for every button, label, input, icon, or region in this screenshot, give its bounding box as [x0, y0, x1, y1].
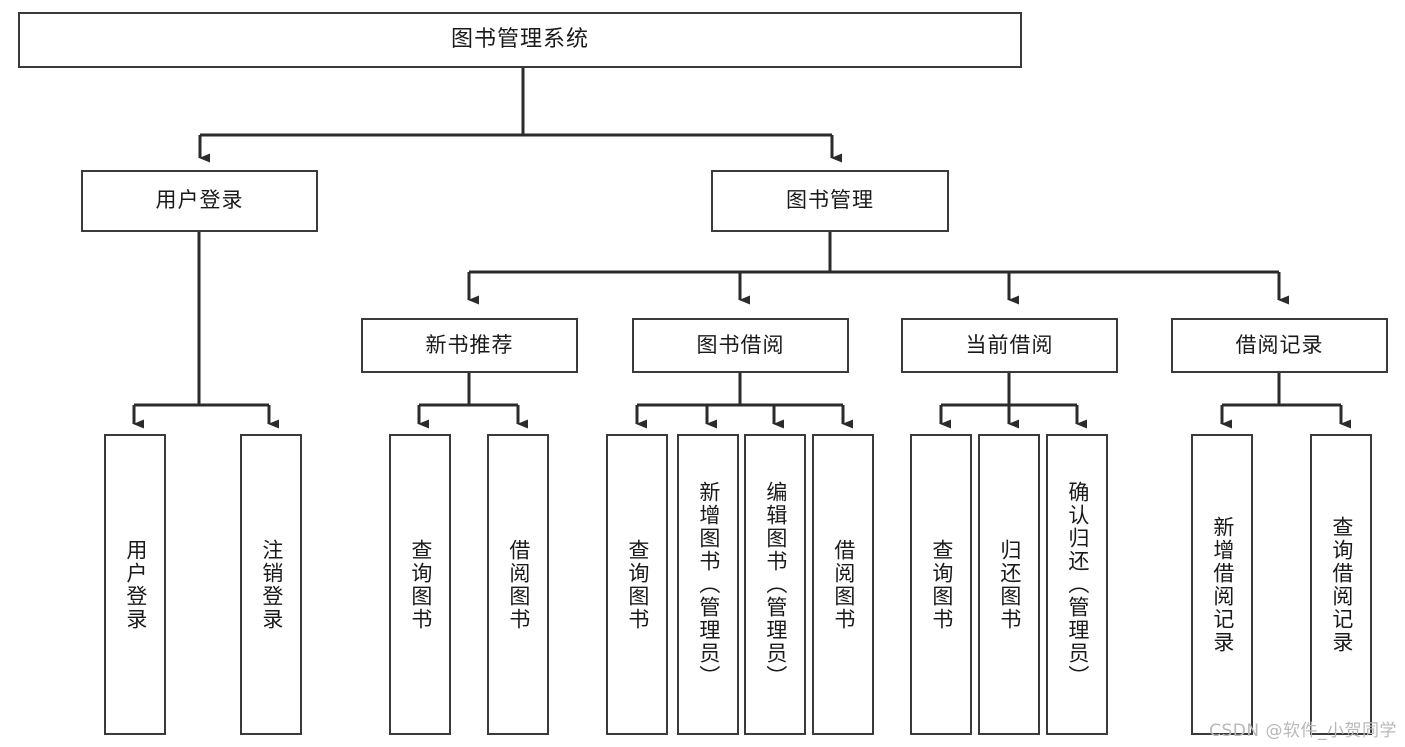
node-current-borrow[interactable]: 当前借阅: [901, 318, 1118, 373]
node-label: 用户登录: [155, 188, 244, 213]
node-label: 新增图书（管理员）: [696, 481, 721, 688]
node-label: 当前借阅: [965, 332, 1054, 357]
leaf-query-book-borrow[interactable]: 查询图书: [606, 434, 668, 735]
watermark-label: CSDN @软件_小贺同学: [1209, 721, 1397, 741]
node-label: 新增借阅记录: [1210, 515, 1235, 654]
node-user-login[interactable]: 用户登录: [81, 170, 318, 232]
node-label: 借阅图书: [831, 538, 856, 631]
node-label: 图书管理: [786, 188, 874, 213]
leaf-borrow-book[interactable]: 借阅图书: [812, 434, 874, 735]
leaf-query-book-recommend[interactable]: 查询图书: [389, 434, 451, 735]
node-label: 借阅记录: [1235, 332, 1324, 357]
leaf-confirm-return-admin[interactable]: 确认归还（管理员）: [1046, 434, 1108, 735]
node-label: 查询图书: [408, 538, 433, 631]
node-label: 查询图书: [625, 538, 650, 631]
node-label: 用户登录: [123, 538, 148, 631]
node-label: 注销登录: [259, 538, 284, 631]
node-borrow-records[interactable]: 借阅记录: [1171, 318, 1388, 373]
node-book-borrow[interactable]: 图书借阅: [632, 318, 849, 373]
node-label: 查询借阅记录: [1329, 515, 1354, 654]
leaf-user-login[interactable]: 用户登录: [104, 434, 166, 735]
leaf-add-borrow-record[interactable]: 新增借阅记录: [1191, 434, 1253, 735]
leaf-query-borrow-record[interactable]: 查询借阅记录: [1310, 434, 1372, 735]
leaf-edit-book-admin[interactable]: 编辑图书（管理员）: [744, 434, 806, 735]
leaf-return-book[interactable]: 归还图书: [978, 434, 1040, 735]
node-label: 图书借阅: [696, 332, 785, 357]
leaf-logout[interactable]: 注销登录: [240, 434, 302, 735]
leaf-borrow-book-recommend[interactable]: 借阅图书: [487, 434, 549, 735]
node-label: 编辑图书（管理员）: [763, 481, 788, 688]
node-root-system[interactable]: 图书管理系统: [18, 12, 1022, 68]
node-label: 确认归还（管理员）: [1065, 481, 1090, 688]
node-label: 借阅图书: [506, 538, 531, 631]
leaf-add-book-admin[interactable]: 新增图书（管理员）: [677, 434, 739, 735]
node-label: 新书推荐: [425, 332, 514, 357]
node-label: 查询图书: [929, 538, 954, 631]
leaf-query-book-current[interactable]: 查询图书: [910, 434, 972, 735]
node-book-management[interactable]: 图书管理: [711, 170, 949, 232]
node-new-book-recommend[interactable]: 新书推荐: [361, 318, 578, 373]
node-label: 归还图书: [997, 538, 1022, 631]
node-label: 图书管理系统: [450, 26, 589, 52]
